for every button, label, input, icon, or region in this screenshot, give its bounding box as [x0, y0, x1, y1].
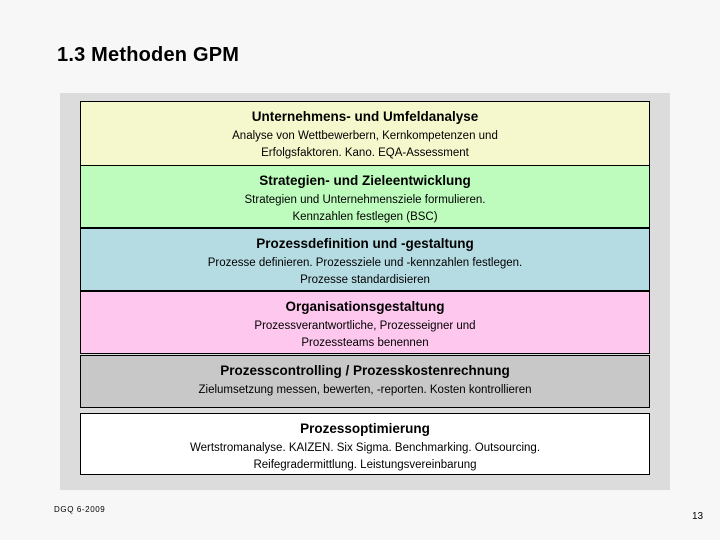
stage-description-line: Erfolgsfaktoren. Kano. EQA-Assessment — [261, 147, 469, 159]
stage-box-organisationsgestaltung[interactable]: Organisationsgestaltung Prozessverantwor… — [80, 291, 650, 354]
stage-title: Unternehmens- und Umfeldanalyse — [251, 109, 479, 124]
stage-description-line: Prozessteams benennen — [301, 337, 429, 349]
stage-box-prozesscontrolling-prozesskostenrechnung[interactable]: Prozesscontrolling / Prozesskostenrechnu… — [80, 355, 650, 408]
stage-title: Organisationsgestaltung — [285, 299, 445, 314]
stage-description-line: Wertstromanalyse. KAIZEN. Six Sigma. Ben… — [189, 442, 541, 454]
process-model-panel: Unternehmens- und Umfeldanalyse Analyse … — [60, 93, 670, 490]
stage-description-line: Strategien und Unternehmensziele formuli… — [244, 194, 486, 206]
stage-description-line: Zielumsetzung messen, bewerten, -reporte… — [198, 384, 532, 396]
page-number: 13 — [692, 511, 704, 522]
stage-title: Prozessoptimierung — [300, 421, 430, 436]
stage-box-prozessdefinition-und-gestaltung[interactable]: Prozessdefinition und -gestaltung Prozes… — [80, 228, 650, 291]
stage-box-unternehmens-und-umfeldanalyse[interactable]: Unternehmens- und Umfeldanalyse Analyse … — [80, 101, 650, 169]
stage-box-strategien-und-zieleentwicklung[interactable]: Strategien- und Zieleentwicklung Strateg… — [80, 165, 650, 228]
stage-title: Strategien- und Zieleentwicklung — [259, 173, 471, 188]
footer-source-note: DGQ 6-2009 — [54, 505, 106, 514]
page-title: 1.3 Methoden GPM — [57, 44, 240, 66]
stage-description-line: Reifegradermittlung. Leistungsvereinbaru… — [253, 459, 477, 471]
stage-description-line: Prozessverantwortliche, Prozesseigner un… — [254, 320, 476, 332]
stage-description-line: Kennzahlen festlegen (BSC) — [292, 211, 438, 223]
stage-title: Prozessdefinition und -gestaltung — [256, 236, 474, 251]
stage-box-prozessoptimierung[interactable]: Prozessoptimierung Wertstromanalyse. KAI… — [80, 413, 650, 475]
stage-description-line: Analyse von Wettbewerbern, Kernkompetenz… — [232, 130, 498, 142]
stage-description-line: Prozesse definieren. Prozessziele und -k… — [207, 257, 523, 269]
stage-description-line: Prozesse standardisieren — [300, 274, 430, 286]
stage-title: Prozesscontrolling / Prozesskostenrechnu… — [220, 363, 510, 378]
